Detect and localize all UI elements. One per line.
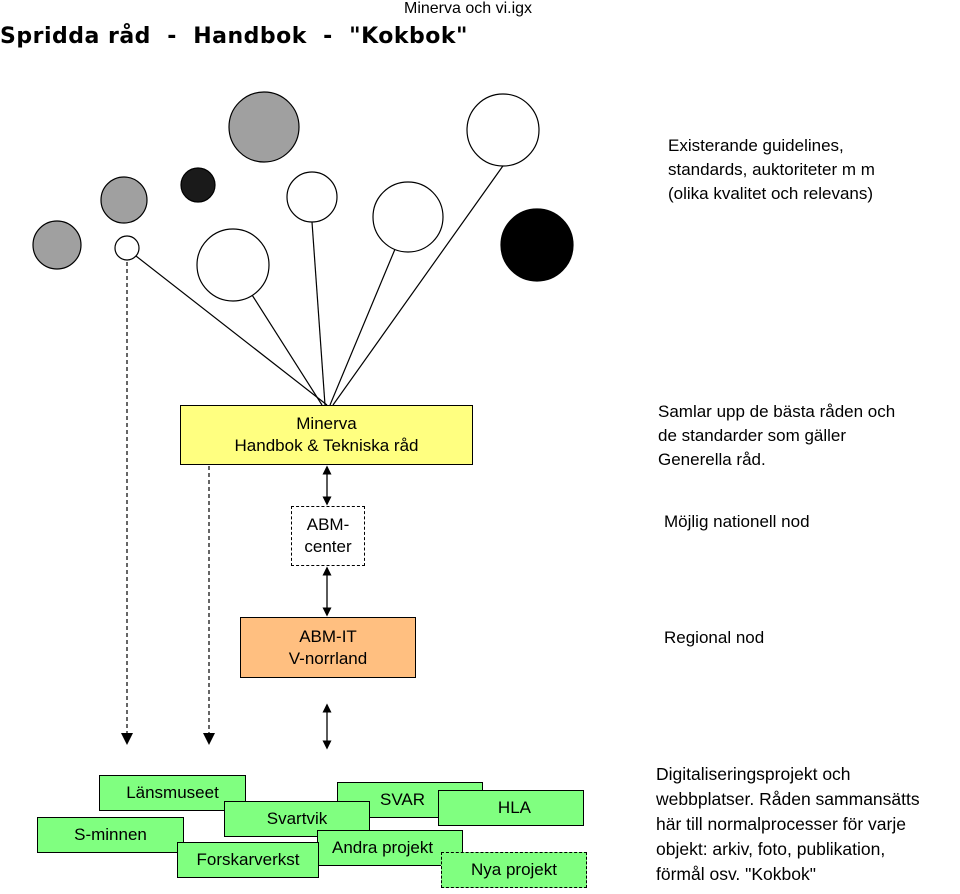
project-lansmuseet: Länsmuseet [99, 775, 246, 811]
note-existing-guidelines: Existerande guidelines, standards, aukto… [668, 134, 875, 206]
circle-white [114, 235, 140, 261]
circle-gray [100, 176, 148, 224]
minerva-subtitle: Handbok & Tekniska råd [234, 436, 419, 455]
abm-it-line2: V-norrland [288, 648, 368, 668]
connector-line [311, 221, 326, 406]
connector-line [332, 162, 506, 406]
note-line: (olika kvalitet och relevans) [668, 184, 874, 203]
connector-line [126, 248, 328, 406]
note-line: här till normalprocesser för varje [656, 814, 906, 834]
note-line: Samlar upp de bästa råden och [658, 402, 896, 421]
project-svartvik: Svartvik [224, 801, 370, 837]
arrow-head [121, 733, 133, 745]
note-line: Existerande guidelines, [668, 136, 844, 155]
note-line: Digitaliseringsprojekt och [656, 764, 851, 784]
circle-white [466, 93, 540, 167]
note-regional-node: Regional nod [664, 626, 764, 650]
abm-it-box: ABM-IT V-norrland [240, 617, 416, 678]
circle-white [372, 181, 444, 253]
minerva-box: Minerva Handbok & Tekniska råd [180, 405, 473, 465]
guideline-circles [32, 91, 574, 302]
project-andra: Andra projekt [317, 830, 463, 866]
project-hla: HLA [438, 790, 584, 826]
project-nya: Nya projekt [441, 852, 587, 888]
note-line: Regional nod [664, 628, 765, 647]
note-line: förmål osv. "Kokbok" [656, 864, 816, 884]
arrow-head [203, 733, 215, 745]
project-s-minnen: S-minnen [37, 817, 184, 853]
note-line: de standarder som gäller [658, 426, 847, 445]
circle-black [500, 208, 574, 282]
circle-gray [32, 220, 82, 270]
circle-white [286, 171, 338, 223]
note-national-node: Möjlig nationell nod [664, 510, 810, 534]
arrow-heads [121, 733, 215, 745]
note-line: objekt: arkiv, foto, publikation, [656, 839, 886, 859]
abm-center-line2: center [304, 537, 352, 556]
note-line: Generella råd. [658, 450, 766, 469]
abm-it-line1: ABM-IT [299, 626, 357, 646]
circle-black [180, 167, 216, 203]
note-digitization-projects: Digitaliseringsprojekt och webbplatser. … [656, 762, 920, 887]
file-name: Minerva och vi.igx [404, 0, 533, 17]
abm-center-box: ABM- center [291, 506, 365, 566]
abm-center-line1: ABM- [306, 515, 350, 534]
dashed-arrows [126, 262, 210, 738]
minerva-title: Minerva [296, 414, 357, 433]
note-line: standards, auktoriteter m m [668, 160, 875, 179]
circle-gray [228, 91, 300, 163]
note-collects-advice: Samlar upp de bästa råden och de standar… [658, 400, 895, 472]
note-line: webbplatser. Råden sammansätts [656, 789, 920, 809]
project-forskarverkst: Forskarverkst [177, 842, 319, 878]
page-title: Spridda råd - Handbok - "Kokbok" [0, 24, 468, 49]
note-line: Möjlig nationell nod [664, 512, 810, 531]
circle-white [196, 228, 270, 302]
